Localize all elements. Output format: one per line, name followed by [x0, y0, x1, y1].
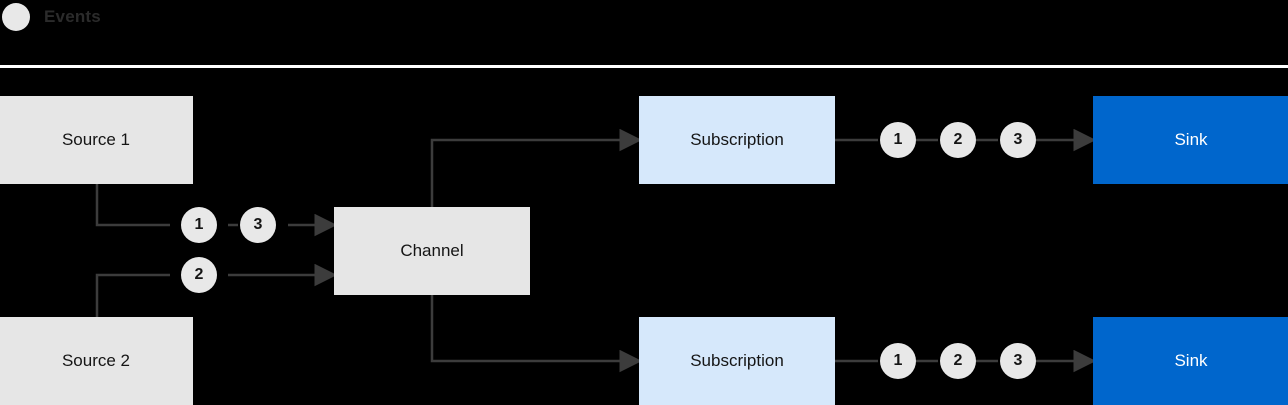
event-dot-icon	[2, 3, 30, 31]
node-subscription-1-label: Subscription	[690, 130, 784, 149]
node-sink-2-label: Sink	[1174, 351, 1208, 370]
event-token: 3	[1000, 122, 1036, 158]
event-token: 3	[1000, 343, 1036, 379]
event-token: 2	[940, 122, 976, 158]
node-sink-1[interactable]: Sink	[1093, 96, 1288, 184]
node-source-1[interactable]: Source 1	[0, 96, 193, 184]
node-source-2[interactable]: Source 2	[0, 317, 193, 405]
node-channel[interactable]: Channel	[334, 207, 530, 295]
node-subscription-2-label: Subscription	[690, 351, 784, 370]
event-token: 1	[880, 122, 916, 158]
node-source-1-label: Source 1	[61, 130, 131, 149]
node-sink-2[interactable]: Sink	[1093, 317, 1288, 405]
node-sink-1-label: Sink	[1174, 130, 1208, 149]
event-token: 2	[181, 257, 217, 293]
node-subscription-1[interactable]: Subscription	[639, 96, 835, 184]
node-source-2-label: Source 2	[61, 351, 131, 370]
header-divider	[0, 65, 1288, 68]
node-subscription-2[interactable]: Subscription	[639, 317, 835, 405]
event-token: 3	[240, 207, 276, 243]
event-token: 1	[181, 207, 217, 243]
node-channel-label: Channel	[400, 241, 464, 260]
event-token: 2	[940, 343, 976, 379]
event-token: 1	[880, 343, 916, 379]
legend-label: Events	[44, 7, 101, 26]
legend: Events	[0, 0, 101, 34]
